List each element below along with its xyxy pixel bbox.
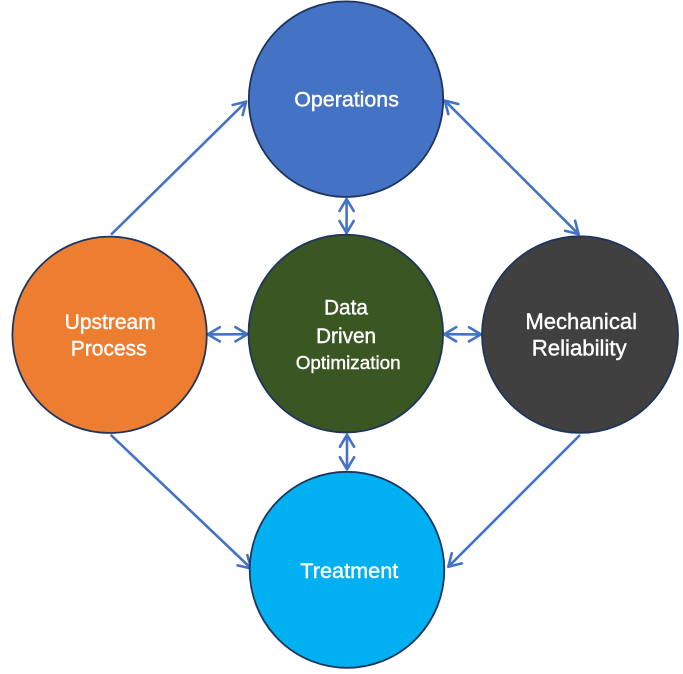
svg-text:Upstream: Upstream: [65, 311, 156, 334]
svg-text:Data: Data: [324, 297, 368, 320]
svg-text:Process: Process: [71, 338, 147, 361]
svg-text:Optimization: Optimization: [296, 353, 401, 374]
svg-text:Reliability: Reliability: [532, 336, 628, 361]
svg-text:Driven: Driven: [316, 325, 376, 348]
svg-text:Mechanical: Mechanical: [525, 309, 637, 334]
svg-text:Operations: Operations: [294, 88, 399, 112]
svg-text:Treatment: Treatment: [300, 558, 398, 583]
